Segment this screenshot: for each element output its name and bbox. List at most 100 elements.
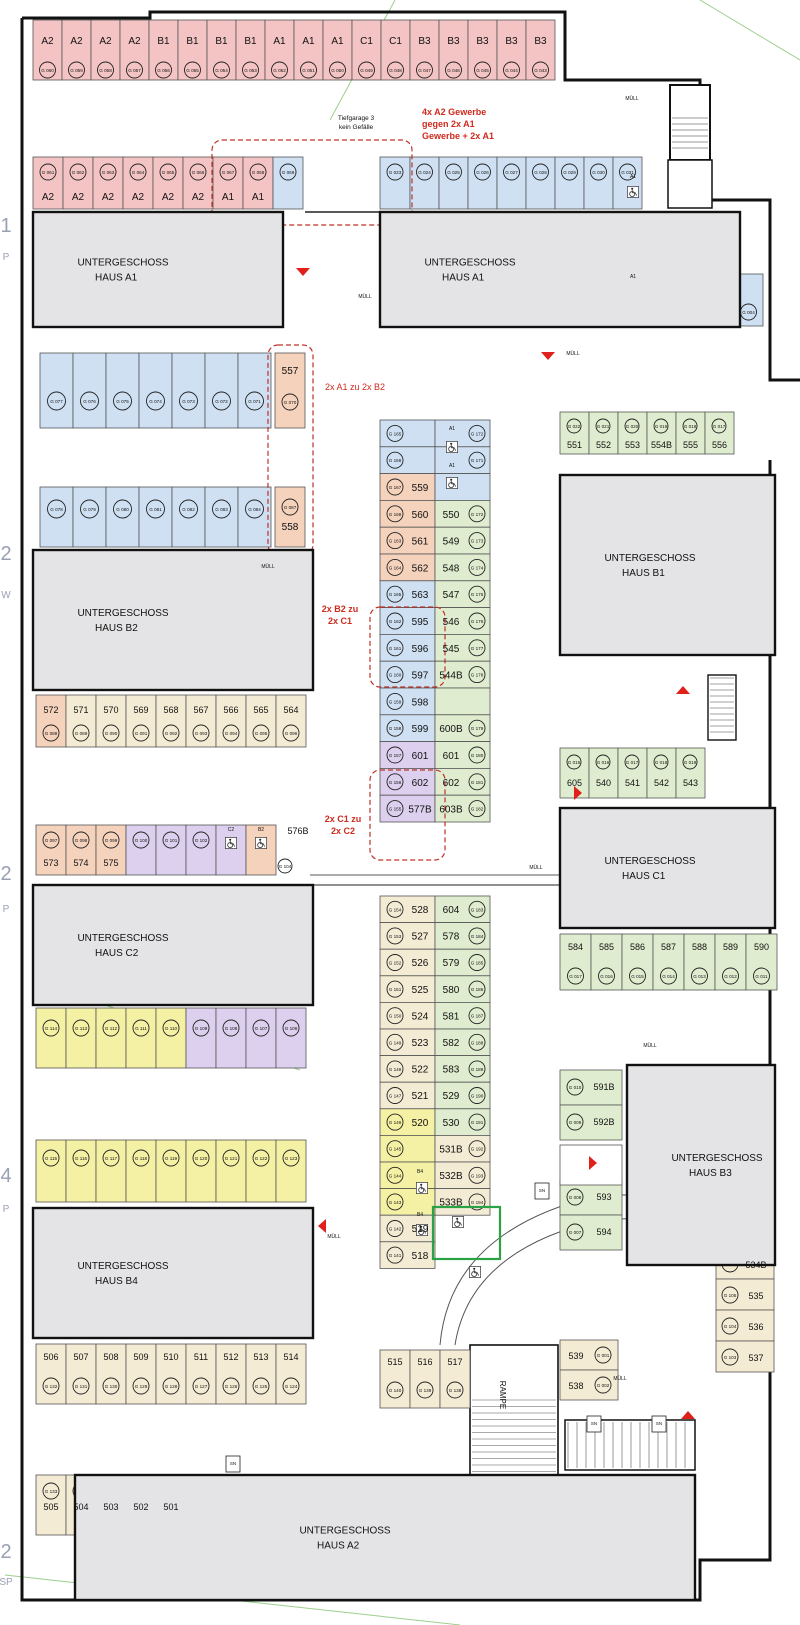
parking-space: [379, 660, 436, 689]
exit-triangle-icon: [589, 1156, 597, 1170]
parking-space: [122, 156, 154, 210]
space-id-text: G 178: [471, 673, 484, 678]
building-label-line2: HAUS A1: [442, 273, 485, 284]
space-id-circle: [468, 746, 486, 764]
wheelchair-icon-frame: [446, 441, 458, 453]
parking-space: [525, 156, 556, 210]
space-number: B1: [157, 36, 170, 47]
space-number: B1: [244, 36, 257, 47]
parking-space: [434, 948, 491, 977]
space-id-circle: [72, 724, 90, 742]
space-id-circle: [252, 1019, 270, 1037]
space-id-text: G 189: [471, 1067, 484, 1072]
parking-space: [274, 486, 306, 548]
space-id-text: G 173: [471, 539, 484, 544]
space-id-circle: [468, 666, 486, 684]
space-id-text: G 070: [284, 400, 297, 405]
space-number: 548: [443, 563, 460, 574]
space-id-circle: [386, 800, 404, 818]
space-number: A1: [449, 463, 455, 469]
space-id-circle: [72, 1149, 90, 1167]
wheelchair-icon: [469, 1266, 481, 1278]
wheelchair-icon-body: [420, 1185, 426, 1192]
space-id-text: G 139: [419, 1388, 432, 1393]
parking-space: [434, 553, 491, 582]
space-id-text: G 090: [105, 731, 118, 736]
space-id-circle: [566, 1113, 584, 1131]
space-id-text: G 097: [45, 838, 58, 843]
space-id-circle: [102, 1019, 120, 1037]
space-number: A2: [192, 192, 205, 203]
parking-space: [204, 352, 239, 429]
space-id-circle: [126, 61, 143, 79]
wheelchair-icon-body: [259, 840, 265, 847]
space-id-circle: [386, 585, 404, 603]
space-number: 550: [443, 510, 460, 521]
parking-space: [95, 694, 127, 748]
building-label-line1: UNTERGESCHOSS: [604, 856, 695, 867]
space-number: 543: [683, 778, 698, 788]
space-id-text: G 044: [505, 68, 518, 73]
space-id-text: G 184: [471, 934, 484, 939]
parking-space: [434, 1161, 491, 1190]
space-id-circle: [624, 418, 640, 434]
parking-space: [35, 1474, 67, 1536]
edge-marker: 2: [0, 863, 11, 885]
space-number: 599: [412, 724, 429, 735]
space-id-circle: [252, 1149, 270, 1167]
parking-space: [379, 768, 436, 796]
building-b1: [558, 473, 777, 657]
space-id-text: G 014: [662, 974, 675, 979]
building-label-line1: UNTERGESCHOSS: [424, 258, 515, 269]
parking-space: [583, 156, 614, 210]
wheelchair-icon: [627, 186, 639, 198]
space-id-circle: [192, 1019, 210, 1037]
space-id-text: G 065: [162, 170, 175, 175]
space-id-text: G 186: [471, 987, 484, 992]
space-number: 561: [412, 537, 429, 548]
space-id-circle: [97, 61, 114, 79]
space-id-circle: [386, 451, 404, 469]
space-id-text: G 069: [282, 170, 295, 175]
space-number: 564: [283, 705, 298, 715]
space-number: 579: [443, 958, 460, 969]
space-number: 542: [654, 778, 669, 788]
space-id-circle: [184, 61, 201, 79]
space-id-text: G 171: [471, 458, 484, 463]
space-id-circle: [445, 163, 462, 181]
space-id-text: G 165: [389, 592, 402, 597]
space-id-text: G 021: [597, 424, 610, 429]
parking-space: [434, 1188, 491, 1216]
space-id-text: G 064: [132, 170, 145, 175]
space-id-text: G 133: [45, 1489, 58, 1494]
space-id-text: G 082: [182, 507, 195, 512]
space-id-circle: [132, 1019, 150, 1037]
space-id-circle: [80, 391, 99, 411]
space-id-text: G 029: [563, 170, 576, 175]
space-id-circle: [386, 1140, 404, 1158]
space-id-circle: [386, 666, 404, 684]
space-number: 572: [43, 705, 58, 715]
space-id-text: G 161: [389, 646, 402, 651]
space-id-circle: [532, 163, 549, 181]
wheelchair-icon-frame: [416, 1224, 428, 1236]
edge-marker: P: [3, 1204, 10, 1215]
building-label-line1: UNTERGESCHOSS: [77, 258, 168, 269]
space-id-circle: [660, 967, 677, 985]
space-id-circle: [598, 967, 615, 985]
space-id-circle: [277, 858, 293, 874]
space-number: A1: [449, 426, 455, 432]
space-id-text: G 174: [471, 565, 484, 570]
building-b3: [625, 1063, 777, 1267]
space-number: 558: [282, 522, 299, 533]
parking-space: [379, 1108, 436, 1136]
wheelchair-icon-head: [450, 478, 453, 481]
space-id-text: G 102: [195, 838, 208, 843]
space-number: 568: [163, 705, 178, 715]
parking-space: [245, 694, 277, 748]
space-number: 604: [443, 905, 460, 916]
space-number: C1: [389, 36, 402, 47]
space-id-text: G 111: [135, 1026, 147, 1031]
parking-space: [554, 156, 585, 210]
space-id-text: G 020: [626, 424, 639, 429]
